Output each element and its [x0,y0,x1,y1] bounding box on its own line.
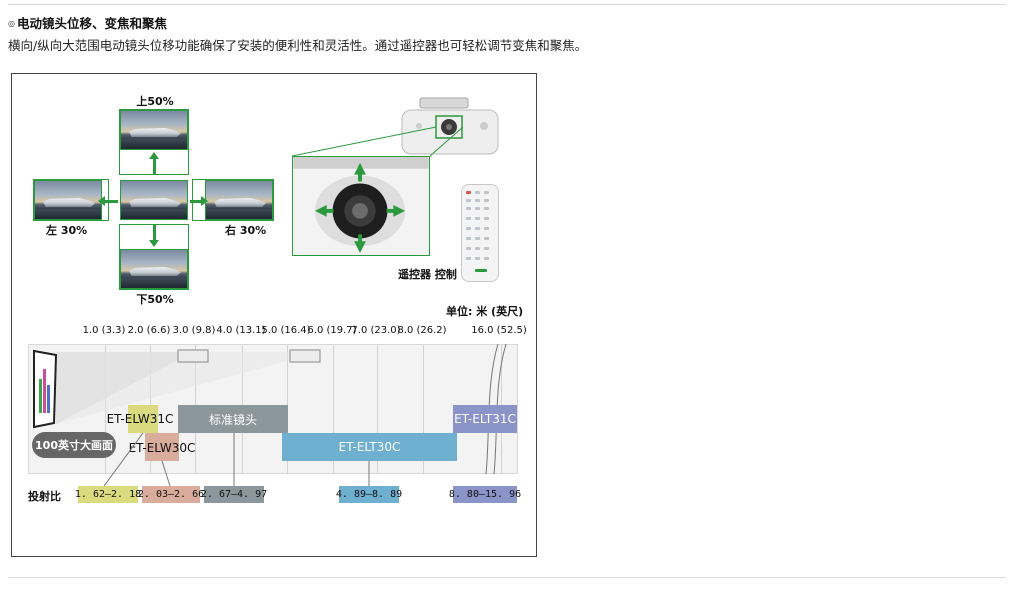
distance-label-2: 2.0 (6.6) [127,325,171,336]
remote-label: 遥控器 控制 [398,268,457,281]
distance-label-5: 5.0 (16.4) [261,325,311,336]
arrow-down [153,224,156,240]
ratio-leader-lines [103,432,370,487]
arrow-down-head [149,240,159,247]
section-title: ◎电动镜头位移、变焦和聚焦 [8,13,167,32]
lens-elw30c-name: ET-ELW30C [128,441,196,455]
lens-elt30c-bar: ET-ELT30C [282,433,457,461]
ratio-standard: 2. 67–4. 97 [201,486,267,503]
distance-label-3: 3.0 (9.8) [172,325,216,336]
ratio-elt30c: 4. 89–8. 89 [336,486,402,503]
ratio-elw30c: 2. 03–2. 66 [138,486,204,503]
ratio-elw31c: 1. 62–2. 18 [75,486,141,503]
lens-elw31c-name: ET-ELW31C [106,412,174,426]
arrow-right [190,200,202,203]
distance-label-1: 1.0 (3.3) [82,325,126,336]
projection-screen-icon [33,349,58,429]
lens-elt31c-bar: ET-ELT31C [453,405,517,433]
zoom-guide-lines [292,126,464,157]
shift-right-image [205,180,273,220]
projector-image [401,97,499,155]
distance-label-6: 6.0 (19.7) [307,325,357,336]
arrow-left [104,200,118,203]
top-divider [8,4,1006,5]
distance-label-4: 4.0 (13.1) [216,325,266,336]
distance-label-8: 8.0 (26.2) [397,325,447,336]
lens-closeup [292,156,430,256]
distance-label-7: 7.0 (23.0) [351,325,401,336]
section-description: 横向/纵向大范围电动镜头位移功能确保了安装的便利性和灵活性。通过遥控器也可轻松调… [8,38,588,53]
arrow-right-head [201,196,208,206]
remote-control-image [461,184,499,282]
throw-ratio-axis-label: 投射比 [28,490,61,503]
shift-up-label: 上50% [136,95,174,108]
arrow-up-head [149,152,159,159]
lens-figure: 上50% 左 30% 右 30% 下50% [11,73,537,557]
screen-label: 100英寸大画面 [32,432,116,458]
ratio-elt31c: 8. 80–15. 96 [449,486,521,503]
shift-left-label: 左 30% [46,224,88,237]
distance-label-16: 16.0 (52.5) [471,325,527,336]
shift-right-label: 右 30% [225,224,267,237]
shift-up-image [120,110,188,150]
shift-down-image [120,249,188,289]
shift-left-image [34,180,102,220]
unit-label: 单位: 米 (英尺) [446,305,524,318]
title-text: 电动镜头位移、变焦和聚焦 [16,16,167,31]
arrow-left-head [98,196,105,206]
bottom-divider [8,577,1006,578]
arrow-up [153,158,156,174]
lens-elw30c-bar [145,433,179,461]
shift-down-label: 下50% [136,293,174,306]
title-bullet: ◎ [8,19,15,28]
lens-elw31c-bar [128,405,158,433]
lens-standard-bar: 标准镜头 [178,405,288,433]
shift-center-image [120,180,188,220]
projection-beams [56,344,507,474]
